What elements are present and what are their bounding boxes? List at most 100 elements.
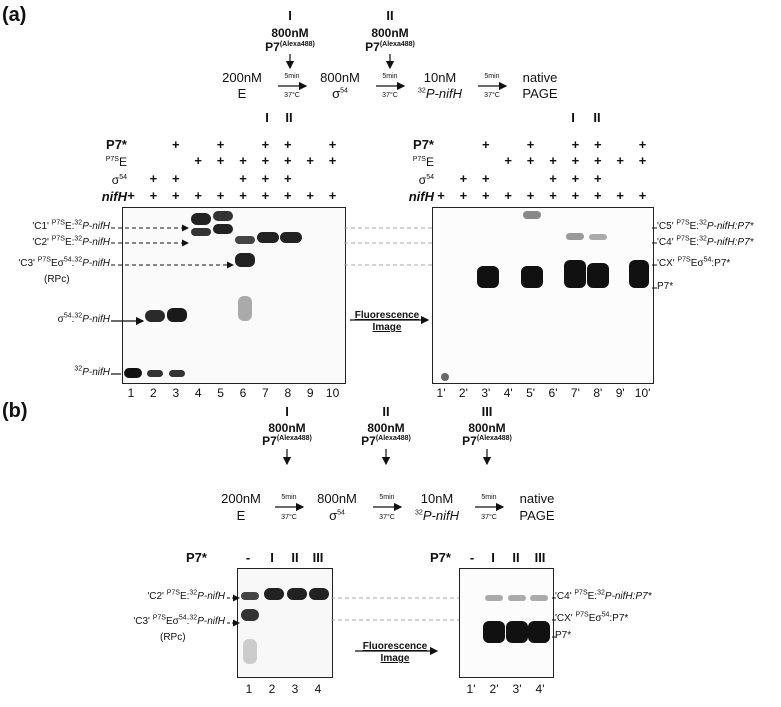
b-left-h4: III <box>312 550 324 565</box>
smear-lane6 <box>238 296 252 321</box>
right-above-II: II <box>593 110 601 125</box>
label-c3: 'C3' P7SEσ54:32P-nifH <box>18 256 110 269</box>
band-p7-lane10p <box>629 260 649 288</box>
b-right-lane-2: 2' <box>489 682 499 696</box>
fluorescence-gel-b <box>459 568 554 678</box>
label-b-c2: 'C2' P7SE:32P-nifH <box>147 589 225 602</box>
right-grid-p7-mark-8: + <box>594 137 602 152</box>
band-sigma-lane3 <box>167 308 187 322</box>
step-II-reagent: P7(Alexa488) <box>365 40 415 54</box>
band-c2-lane6 <box>235 236 255 244</box>
right-grid-e-mark-7: + <box>571 153 580 168</box>
fluor-a-line1: Fluorescence <box>354 310 420 321</box>
b-left-h1: - <box>245 550 251 565</box>
left-grid-p7-mark-8: + <box>284 137 292 152</box>
right-grid-nifh-mark-8: + <box>594 188 602 203</box>
right-row-p7: P7* <box>413 137 434 152</box>
label-b-rpc: (RPc) <box>160 632 186 643</box>
left-grid-sigma-mark-2: + <box>149 171 158 186</box>
scheme-b-s1-name: E <box>236 508 246 523</box>
arrow-a1-temp: 37°C <box>284 92 300 99</box>
a-left-lane-7: 7 <box>262 386 269 400</box>
a-left-lane-10: 10 <box>325 386 340 400</box>
left-grid-sigma-mark-6: + <box>239 171 247 186</box>
left-grid-nifh-mark-7: + <box>261 188 270 203</box>
step-II-conc: 800nM <box>371 26 409 40</box>
autoradiograph-gel-a <box>122 207 346 384</box>
scheme-b-s3-name: 32P-nifH <box>415 508 459 523</box>
left-grid-nifh-mark-5: + <box>216 188 225 203</box>
a-right-lane-8: 8' <box>593 386 603 400</box>
left-grid-nifh-mark-8: + <box>284 188 292 203</box>
band-c3-lane6 <box>235 253 255 267</box>
right-grid-nifh-mark-3: + <box>482 188 490 203</box>
left-grid-e-mark-6: + <box>239 153 247 168</box>
fluor-b-line1: Fluorescence <box>362 641 428 652</box>
fluor-a-line2: Image <box>372 322 402 333</box>
band-p7-lane3p <box>477 266 499 288</box>
b-left-lane-1: 1 <box>245 682 253 696</box>
arrow-a2-temp: 37°C <box>382 92 398 99</box>
artifact-spot <box>441 373 449 381</box>
left-grid-nifh-mark-10: + <box>328 188 337 203</box>
right-grid-e-mark-8: + <box>594 153 602 168</box>
left-grid-sigma-mark-7: + <box>261 171 270 186</box>
left-grid-e-mark-5: + <box>216 153 225 168</box>
right-grid-sigma-mark-2: + <box>459 171 468 186</box>
right-grid-nifh-mark-10: + <box>638 188 647 203</box>
right-row-nifh: nifH <box>408 189 434 204</box>
b-right-p7: P7* <box>430 550 451 565</box>
left-grid-nifh-mark-1: + <box>127 188 135 203</box>
left-grid-nifh-mark-2: + <box>149 188 158 203</box>
label-p7: P7* <box>657 281 674 292</box>
band-c4-lane8p <box>589 234 607 240</box>
b-left-lane-3: 3 <box>291 682 299 696</box>
right-grid-p7-mark-7: + <box>571 137 580 152</box>
a-right-lane-7: 7' <box>570 386 580 400</box>
step-b-I-conc: 800nM <box>268 421 306 435</box>
band-b-c4-lane2p <box>485 595 503 601</box>
arrow-b3-time: 5min <box>481 494 497 501</box>
a-right-lane-10: 10' <box>634 386 651 400</box>
left-row-sigma: σ54 <box>111 173 127 187</box>
left-grid-e-mark-7: + <box>261 153 270 168</box>
arrow-b3-temp: 37°C <box>481 514 497 521</box>
left-above-II: II <box>285 110 293 125</box>
scheme-a-s1-name: E <box>237 86 247 101</box>
scheme-b-s3-conc: 10nM <box>420 491 454 506</box>
step-I-conc: 800nM <box>271 26 309 40</box>
scheme-a-s4-a: native <box>522 70 558 85</box>
b-right-h2: I <box>491 550 495 565</box>
scheme-b-s4-b: PAGE <box>519 508 555 523</box>
band-c2-lane7 <box>257 232 279 243</box>
b-right-h1: - <box>469 550 475 565</box>
step-II-roman: II <box>386 8 394 23</box>
left-row-nifh: nifH <box>101 189 127 204</box>
band-c1-lane4 <box>191 213 211 225</box>
label-c4: 'C4' P7SE:32P-nifH:P7* <box>657 235 754 248</box>
left-grid-sigma-mark-3: + <box>172 171 180 186</box>
label-b-p7: P7* <box>555 630 572 641</box>
arrow-b1-temp: 37°C <box>281 514 297 521</box>
b-left-lane-2: 2 <box>268 682 276 696</box>
left-grid-p7-mark-7: + <box>261 137 270 152</box>
a-right-lane-3: 3' <box>481 386 491 400</box>
b-left-p7: P7* <box>186 550 207 565</box>
a-right-lane-5: 5' <box>526 386 536 400</box>
label-cx: 'CX' P7SEσ54:P7* <box>657 256 731 269</box>
label-c2: 'C2' P7SE:32P-nifH <box>32 235 110 248</box>
right-grid-p7-mark-5: + <box>526 137 535 152</box>
step-b-I-roman: I <box>285 404 289 419</box>
left-grid-nifh-mark-9: + <box>306 188 314 203</box>
right-grid-p7-mark-10: + <box>638 137 647 152</box>
band-b-c4-lane3p <box>508 595 526 601</box>
fluorescence-gel-a <box>432 207 654 384</box>
band-p7-lane5p <box>521 266 543 288</box>
arrow-a2-time: 5min <box>382 73 398 80</box>
band-free-lane1 <box>124 368 142 378</box>
a-right-lane-9: 9' <box>615 386 625 400</box>
right-grid-sigma-mark-3: + <box>482 171 490 186</box>
label-b-c4: 'C4' P7SE:32P-nifH:P7* <box>555 589 652 602</box>
arrow-b1-time: 5min <box>281 494 297 501</box>
